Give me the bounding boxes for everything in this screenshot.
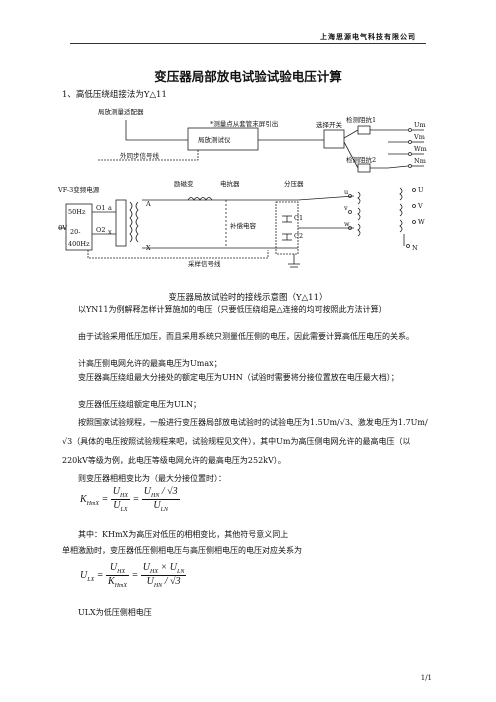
lv-w: w — [344, 220, 350, 228]
select-switch-label: 选择开关 — [316, 120, 343, 129]
vf-source-label: VF-3变频电源 — [58, 185, 100, 194]
para-8: 其中：KHmX为高压对低压的相相变比，其他符号意义同上 — [78, 530, 289, 539]
freq-top: 50Hz — [68, 208, 86, 216]
c1-label: C1 — [294, 214, 303, 222]
hv-wm: Wm — [414, 145, 427, 153]
detect-imp1-label: 检测阻抗1 — [346, 115, 376, 124]
sync-line-label: 外同步信号线 — [120, 151, 160, 160]
para-1: 以YN11为例解释怎样计算施加的电压（只要低压绕组是△连接的均可按照此方法计算） — [78, 305, 387, 314]
c2-label: C2 — [294, 232, 303, 240]
reactor-label: 电抗器 — [220, 179, 240, 188]
detect-imp1-box — [357, 125, 371, 135]
pd-tester-box — [187, 127, 259, 151]
wire-note: *测量点从套管末屏引出 — [210, 119, 278, 128]
lv-u: u — [344, 188, 348, 196]
para-4: 变压器高压绕组最大分接处的额定电压为UHN（试验时需要将分接位置放在电压最大档）… — [78, 373, 399, 382]
para-10: ULX为低压侧相电压 — [78, 608, 152, 617]
detect-imp2-box — [357, 163, 371, 173]
wiring-diagram: 局放测量适配器 *测量点从套管末屏引出 局放测试仪 选择开关 检测阻抗1 检测阻… — [58, 107, 427, 268]
freq-bot: 400Hz — [68, 240, 90, 248]
term-X: X — [146, 244, 151, 252]
para-9: 单相激励时，变压器低压侧相电压与高压侧相电压的电压对应关系为 — [62, 546, 302, 555]
para-3: 计高压侧电网允许的最高电压为Umax； — [78, 359, 222, 368]
term-a: a — [108, 204, 112, 212]
hv-n: N — [412, 244, 418, 252]
hv-u: U — [418, 186, 424, 194]
out-o1: O1 — [96, 204, 105, 212]
hv-um: Um — [414, 121, 426, 129]
term-A: A — [145, 200, 151, 208]
sample-line-label: 采样信号线 — [188, 259, 221, 268]
para-7: 则变压器相相变比为（最大分接位置时）： — [78, 474, 226, 483]
lv-v: v — [343, 204, 348, 212]
exc-transformer-label: 励磁变 — [174, 179, 194, 188]
para-6: 按照国家试验规程，一般进行变压器局部放电试验时的试验电压为1.5Um/√3、激发… — [62, 418, 428, 465]
divider-label: 分压器 — [284, 179, 304, 188]
company-header: 上海思源电气科技有限公司 — [320, 32, 416, 41]
para-5: 变压器低压绕组额定电压为ULN； — [78, 400, 202, 409]
para-2: 由于试验采用低压加压，而且采用系统只测量低压侧的电压，因此需要计算高低压电压的关… — [78, 332, 414, 341]
freq-mid: 20- — [70, 228, 80, 236]
term-x: x — [108, 228, 112, 236]
header-rule — [70, 43, 426, 44]
out-o2: O2 — [96, 226, 105, 234]
hv-v: V — [417, 202, 423, 210]
pd-adapter-label: 局放测量适配器 — [98, 107, 144, 116]
figure-caption: 变压器局放试验时的接线示意图（Y△11） — [168, 293, 328, 303]
section-heading: 1、高低压绕组接法为Y△11 — [62, 90, 167, 100]
detect-imp2-label: 检测阻抗2 — [346, 155, 376, 164]
input-voltage: 380V — [58, 224, 67, 232]
hv-vm: Vm — [413, 133, 425, 141]
comp-cap-label: 补偿电容 — [230, 221, 257, 230]
pd-tester-label: 局放测试仪 — [198, 135, 231, 144]
hv-nm: Nm — [414, 157, 426, 165]
page-number: 1/1 — [420, 674, 432, 682]
page-title: 变压器局部放电试验试验电压计算 — [154, 69, 342, 84]
vf-source-box — [65, 203, 93, 251]
select-switch-box — [323, 129, 345, 149]
hv-w: W — [418, 218, 425, 226]
